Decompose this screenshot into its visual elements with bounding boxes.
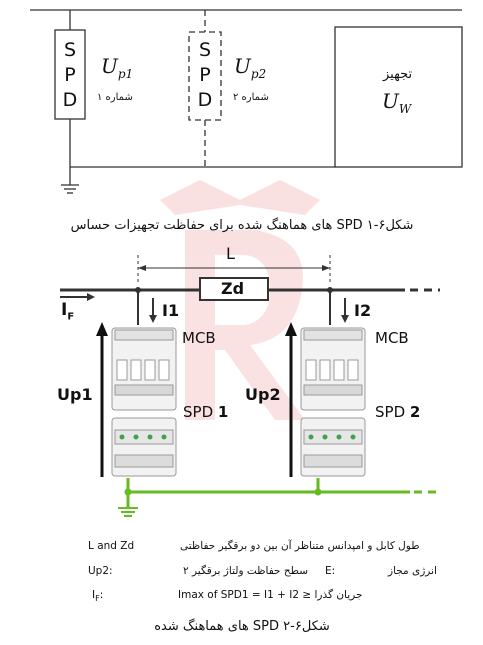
fig2-device-assembly-2 [300, 327, 366, 477]
fig1-up1-label: Up1 [101, 54, 134, 81]
figure2-circuit [60, 255, 440, 325]
fig2-spd2-label: SPD 2 [375, 403, 421, 421]
legend-row3-key: IF: [92, 589, 104, 604]
fig2-impedance-label: Zd [221, 279, 245, 298]
legend-row1-key: L and Zd [88, 540, 135, 552]
fig2-i2-arrow [341, 315, 349, 323]
fig1-spd2-number-label: شماره ۲ [233, 92, 269, 103]
fig2-i1-label: I1 [162, 301, 180, 320]
legend-row2-key-e: E: [325, 565, 336, 577]
figure1-circuit [30, 9, 463, 194]
fig2-ground-network [118, 478, 440, 517]
fig2-ground-node-2 [314, 488, 322, 496]
fig1-caption: شکل۶-۱ SPD های هماهنگ شده برای حفاظت تجه… [70, 218, 414, 233]
fig1-spd1-number-label: شماره ۱ [97, 92, 133, 103]
fig1-ground-symbol [61, 184, 79, 194]
fig2-if-label: IF [61, 300, 75, 323]
legend-row3-desc: Imax of SPD1 = I1 + I2 ≥ جریان گذرا [178, 589, 363, 601]
fig1-equipment-box [334, 26, 463, 168]
fig2-mcb1-label: MCB [182, 329, 216, 347]
fig2-impedance-box [199, 277, 269, 301]
fig2-up2-label: Up2 [245, 385, 281, 404]
fig2-up1-arrow [96, 322, 108, 336]
fig2-dimension-label: L [226, 244, 235, 263]
fig2-spd1-label: SPD 1 [183, 403, 229, 421]
fig1-up2-label: Up2 [234, 54, 267, 81]
fig2-up-arrows [96, 322, 297, 477]
fig2-up2-arrow [285, 322, 297, 336]
fig1-uw-label: UW [382, 89, 412, 116]
fig2-device-assembly-1 [111, 327, 177, 477]
fig1-spd2-letters: S P D [197, 39, 213, 111]
fig2-mcb2-label: MCB [375, 329, 409, 347]
fig1-equipment-label: تجهیز [383, 67, 413, 82]
legend-row2-desc-up: سطح حفاظت ولتاژ برقگیر ۲ [183, 565, 309, 577]
fig1-spd1-letters: S P D [62, 39, 78, 111]
fig1-spd2-box [188, 31, 222, 121]
fig2-i2-label: I2 [354, 301, 372, 320]
fig2-i1-arrow [149, 315, 157, 323]
fig2-caption: شکل۶-۲ SPD های هماهنگ شده [154, 619, 330, 634]
fig2-up1-label: Up1 [57, 385, 93, 404]
legend-row2-desc-e: انرژی مجاز [388, 565, 437, 577]
legend-row1-desc: طول کابل و امپدانس متناظر آن بین دو برقگ… [180, 540, 420, 552]
fig2-ground-node-1 [124, 488, 132, 496]
legend-row2-key-up: Up2: [88, 565, 113, 577]
fig2-if-arrow [87, 293, 95, 301]
